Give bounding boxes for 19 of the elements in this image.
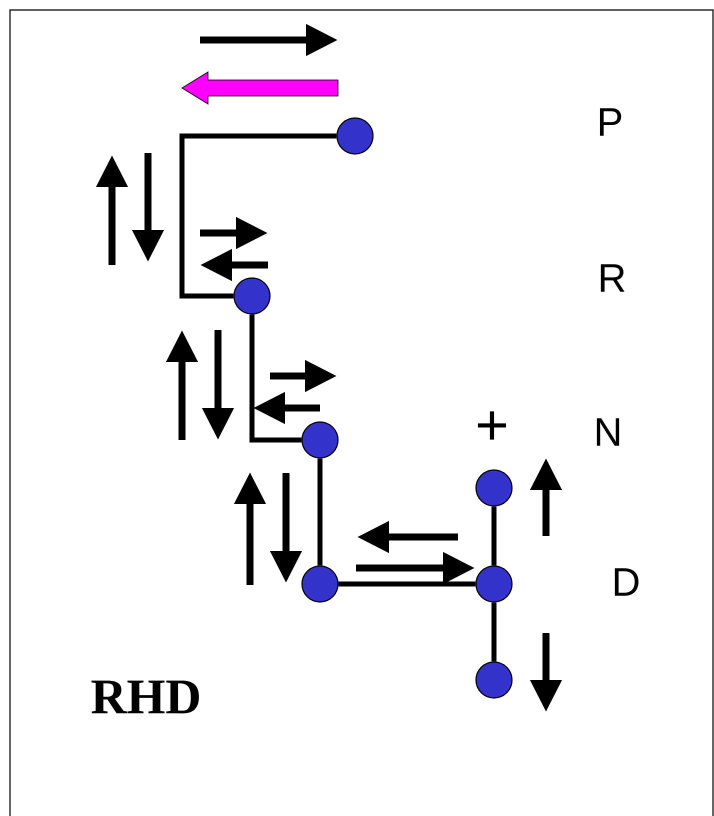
position-letter: P bbox=[600, 108, 622, 136]
gate-line bbox=[338, 582, 476, 586]
plus-sign: + bbox=[478, 411, 506, 440]
gate-line bbox=[318, 458, 322, 566]
position-dot bbox=[233, 277, 271, 315]
position-letter: N bbox=[596, 418, 620, 446]
position-letter: R bbox=[600, 264, 625, 292]
position-dot bbox=[475, 661, 513, 699]
gate-line bbox=[250, 314, 302, 442]
position-dot bbox=[475, 565, 513, 603]
position-dot bbox=[336, 117, 374, 155]
position-dot bbox=[301, 421, 339, 459]
position-dot bbox=[301, 565, 339, 603]
position-letter: D bbox=[614, 568, 638, 596]
side-label: RHD bbox=[92, 680, 199, 714]
gate-line bbox=[180, 134, 336, 298]
position-dot bbox=[475, 469, 513, 507]
gate-line bbox=[492, 602, 496, 662]
gate-line bbox=[492, 506, 496, 566]
